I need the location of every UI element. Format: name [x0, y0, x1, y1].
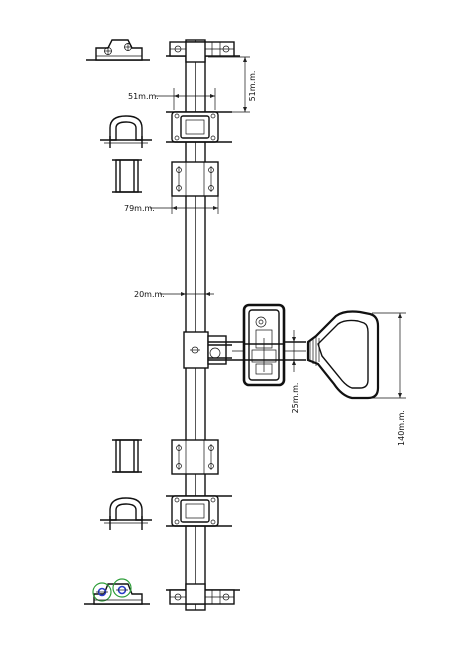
- lock-housing: [242, 303, 286, 387]
- handle-length-label: 140m.m.: [397, 410, 406, 446]
- top-height-label: 51m.m.: [248, 71, 257, 102]
- top-width-label: 51m.m.: [128, 92, 159, 101]
- bottom-rod-guide: [166, 583, 240, 605]
- handle-offset-label: 25m.m.: [291, 383, 300, 414]
- upper-mounting-plate: [171, 161, 219, 197]
- grip-ribs: [309, 336, 320, 366]
- dimension-rod-diameter: [160, 292, 214, 296]
- upper-u-bracket-side-view: [100, 115, 152, 148]
- lower-mounting-plate: [171, 439, 219, 475]
- top-end-cap-side-view: [86, 39, 150, 61]
- lower-u-bracket-side-view: [100, 497, 152, 530]
- dimension-plate-width: [150, 196, 219, 214]
- handle-hinge-block: [183, 331, 232, 369]
- green-marker-circle: [112, 578, 132, 598]
- green-marker-circle: [92, 582, 112, 602]
- plate-width-label: 79m.m.: [124, 204, 155, 213]
- upper-guide-bracket: [166, 111, 232, 143]
- upper-sleeve-side-view: [112, 159, 142, 193]
- dimension-handle-offset: [286, 330, 300, 372]
- dimension-top-width: [155, 88, 216, 110]
- lower-sleeve-side-view: [112, 439, 142, 473]
- handle-grip: [306, 310, 380, 400]
- bottom-end-cap-side-view: [84, 578, 150, 605]
- rod-diameter-label: 20m.m.: [134, 290, 165, 299]
- dimension-top-height: [208, 56, 250, 113]
- lower-guide-bracket: [166, 495, 232, 527]
- top-rod-guide: [166, 41, 240, 63]
- dimension-handle-length: [372, 312, 406, 399]
